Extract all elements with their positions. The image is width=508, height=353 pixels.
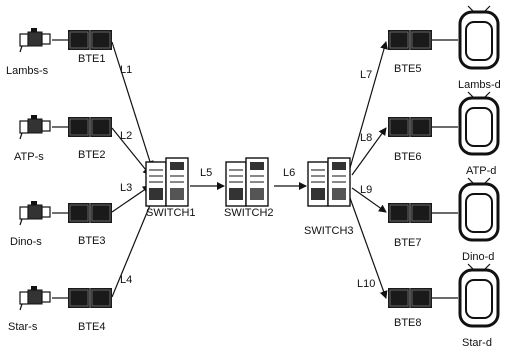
destinations: Lambs-d ATP-d Dino-d Star-d bbox=[458, 6, 501, 349]
bte-device-icon bbox=[68, 117, 112, 137]
link-label-l7: L7 bbox=[360, 69, 372, 81]
video-camera-icon bbox=[20, 201, 50, 225]
source-label-4: Star-s bbox=[8, 321, 38, 333]
switches: SWITCH1 SWITCH2 SWITCH3 bbox=[146, 158, 354, 237]
sources: Lambs-s ATP-s Dino-s Star-s bbox=[6, 28, 50, 333]
tv-monitor-icon bbox=[460, 264, 498, 326]
link-label-l1: L1 bbox=[120, 64, 132, 76]
source-btes: BTE1 BTE2 BTE3 BTE4 bbox=[68, 30, 112, 333]
tv-monitor-icon bbox=[460, 178, 498, 240]
switch-label-1: SWITCH1 bbox=[146, 207, 196, 219]
dest-label-2: ATP-d bbox=[466, 165, 496, 177]
bte-device-icon bbox=[388, 117, 432, 137]
network-switch-icon bbox=[146, 158, 188, 206]
link-label-l8: L8 bbox=[360, 132, 372, 144]
bte-device-icon bbox=[68, 203, 112, 223]
tv-monitor-icon bbox=[460, 6, 498, 68]
video-camera-icon bbox=[20, 28, 50, 52]
video-camera-icon bbox=[20, 286, 50, 310]
bte-device-icon bbox=[388, 30, 432, 50]
video-camera-icon bbox=[20, 115, 50, 139]
bte-device-icon bbox=[388, 203, 432, 223]
dest-btes: BTE5 BTE6 BTE7 BTE8 bbox=[388, 30, 432, 329]
link-label-l6: L6 bbox=[283, 167, 295, 179]
link-label-l10: L10 bbox=[357, 278, 375, 290]
link-label-l2: L2 bbox=[120, 130, 132, 142]
bte-label-5: BTE5 bbox=[394, 63, 422, 75]
bte-device-icon bbox=[68, 288, 112, 308]
link-label-l4: L4 bbox=[120, 274, 132, 286]
dest-label-4: Star-d bbox=[462, 337, 492, 349]
link-label-l5: L5 bbox=[200, 167, 212, 179]
bte-label-2: BTE2 bbox=[78, 149, 106, 161]
bte-device-icon bbox=[388, 288, 432, 308]
bte-label-4: BTE4 bbox=[78, 321, 106, 333]
bte-label-3: BTE3 bbox=[78, 235, 106, 247]
link-l1 bbox=[112, 42, 152, 168]
bte-label-7: BTE7 bbox=[394, 237, 422, 249]
network-switch-icon bbox=[308, 158, 350, 206]
bte-label-6: BTE6 bbox=[394, 151, 422, 163]
dest-label-1: Lambs-d bbox=[458, 79, 501, 91]
switch-label-2: SWITCH2 bbox=[224, 207, 274, 219]
link-label-l3: L3 bbox=[120, 182, 132, 194]
source-label-2: ATP-s bbox=[14, 151, 44, 163]
switch-label-3: SWITCH3 bbox=[304, 225, 354, 237]
network-switch-icon bbox=[226, 158, 268, 206]
link-l7 bbox=[350, 42, 386, 168]
tv-monitor-icon bbox=[460, 92, 498, 154]
link-label-l9: L9 bbox=[360, 184, 372, 196]
dest-label-3: Dino-d bbox=[462, 251, 494, 263]
bte-label-8: BTE8 bbox=[394, 317, 422, 329]
bte-device-icon bbox=[68, 30, 112, 50]
source-label-1: Lambs-s bbox=[6, 65, 49, 77]
bte-label-1: BTE1 bbox=[78, 53, 106, 65]
source-label-3: Dino-s bbox=[10, 236, 42, 248]
